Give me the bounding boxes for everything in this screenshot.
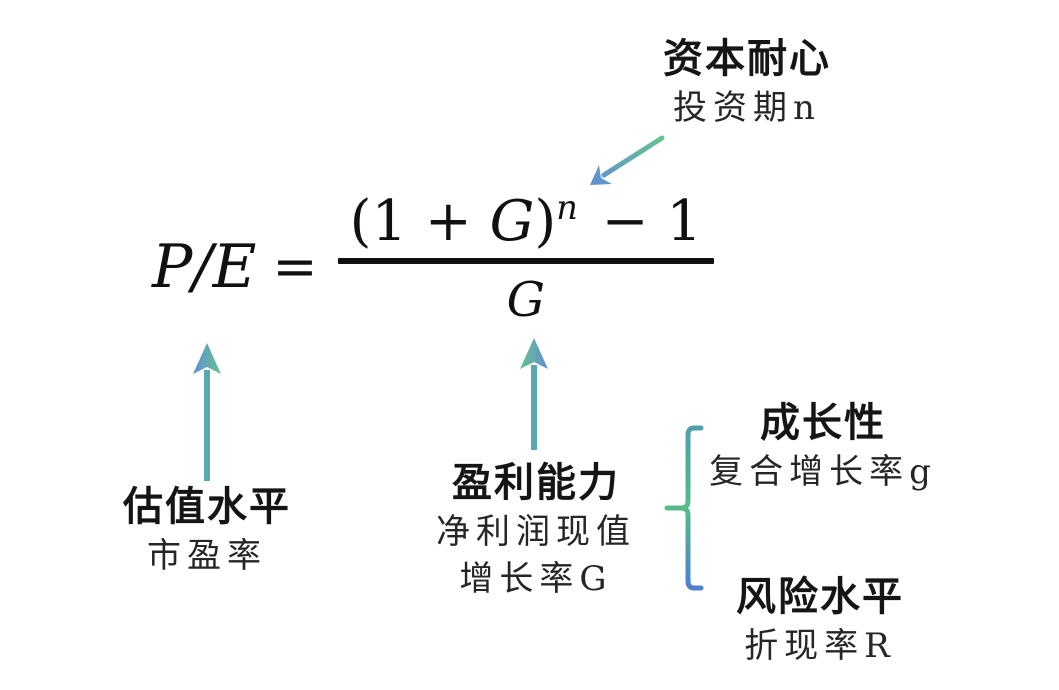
valuation-subtitle: 市盈率 <box>147 536 267 576</box>
arrow-head <box>590 165 612 185</box>
brace-path <box>664 425 704 591</box>
annotation-profitability: 盈利能力 净利润现值 增长率G <box>436 462 636 603</box>
profitability-subtitle-line1: 净利润现值 <box>436 512 636 552</box>
risk-subtitle: 折现率R <box>744 626 896 666</box>
annotation-risk: 风险水平 折现率R <box>736 576 904 670</box>
fraction-bar <box>337 257 715 264</box>
numerator-close: ) <box>534 189 557 254</box>
growth-subtitle: 复合增长率g <box>709 452 937 492</box>
denominator-variable: G <box>506 271 545 328</box>
arrow-shaft <box>601 135 665 178</box>
arrow-up-valuation-icon <box>193 343 221 481</box>
annotation-growth: 成长性 复合增长率g <box>709 402 937 496</box>
numerator-variable: G <box>489 189 535 254</box>
profitability-title: 盈利能力 <box>452 461 620 505</box>
numerator-exponent: n <box>556 188 578 228</box>
formula-numerator: (1 + G)n − 1 <box>338 188 714 254</box>
annotation-capital-patience: 资本耐心 投资期n <box>663 38 831 132</box>
capital-patience-subtitle: 投资期n <box>673 88 821 128</box>
capital-patience-title: 资本耐心 <box>663 37 831 81</box>
left-brace-icon <box>664 425 704 591</box>
formula-denominator: G <box>507 270 545 330</box>
risk-title: 风险水平 <box>736 575 904 619</box>
numerator-open: (1 + <box>349 189 490 254</box>
annotation-valuation: 估值水平 市盈率 <box>123 486 291 580</box>
arrow-head <box>193 343 221 374</box>
arrow-head <box>520 338 548 369</box>
growth-title: 成长性 <box>759 401 886 445</box>
formula-fraction: (1 + G)n − 1 G <box>337 188 715 330</box>
formula-lhs: P/E <box>152 231 257 302</box>
numerator-tail: − 1 <box>583 189 703 254</box>
formula-equals: = <box>272 235 318 299</box>
pe-formula: P/E = (1 + G)n − 1 G <box>152 188 715 330</box>
valuation-title: 估值水平 <box>123 485 291 529</box>
arrow-down-left-capital-patience-icon <box>590 135 665 185</box>
arrow-up-profitability-icon <box>520 338 548 450</box>
profitability-subtitle-line2: 增长率G <box>459 558 613 599</box>
